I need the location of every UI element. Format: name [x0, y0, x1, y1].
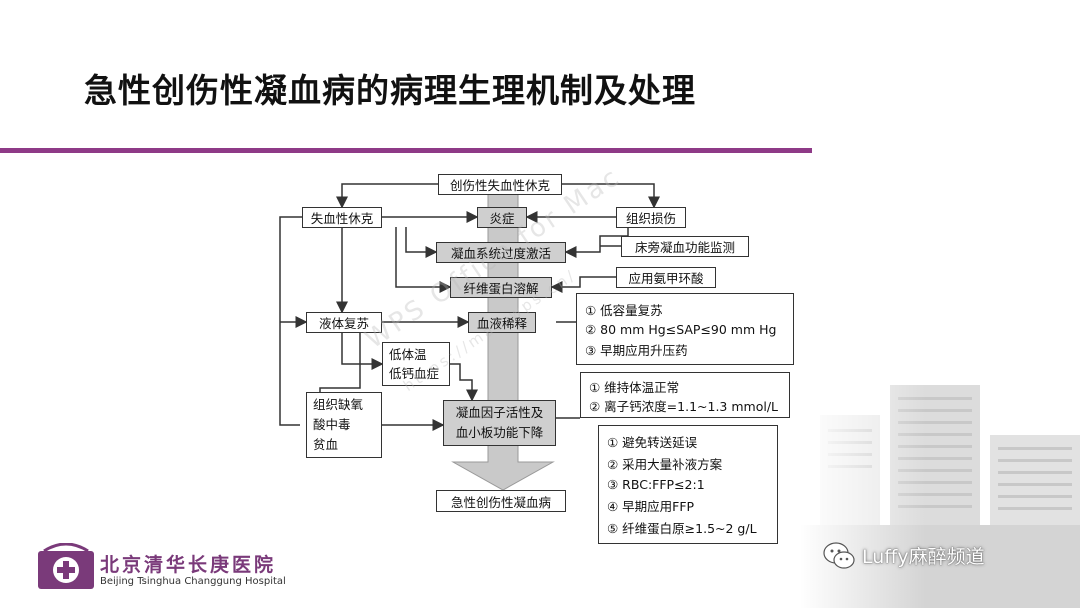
node-hypoxia-acidosis-anemia: 组织缺氧 酸中毒 贫血	[306, 392, 382, 458]
node-acute-traumatic-coagulopathy: 急性创伤性凝血病	[436, 490, 566, 512]
note-resuscitation: ① 低容量复苏 ② 80 mm Hg≤SAP≤90 mm Hg ③ 早期应用升压…	[576, 293, 794, 365]
node-fluid-resuscitation: 液体复苏	[306, 312, 382, 333]
node-tissue-injury: 组织损伤	[616, 207, 686, 228]
node-line: 组织缺氧	[313, 397, 364, 412]
page-title: 急性创伤性凝血病的病理生理机制及处理	[84, 71, 696, 110]
node-line: 低体温	[389, 347, 427, 362]
note-line: ① 低容量复苏	[585, 302, 663, 318]
hospital-logo-icon	[38, 543, 94, 589]
note-line: ④ 早期应用FFP	[607, 498, 695, 514]
note-temperature-calcium: ① 维持体温正常 ② 离子钙浓度=1.1~1.3 mmol/L	[580, 372, 790, 418]
node-label: 创伤性失血性休克	[449, 178, 550, 193]
node-line: 血小板功能下降	[455, 425, 544, 440]
node-hypothermia-hypocalcemia: 低体温 低钙血症	[382, 342, 450, 386]
central-flow-arrow	[451, 189, 555, 491]
note-line: ② 离子钙浓度=1.1~1.3 mmol/L	[589, 399, 779, 414]
wechat-icon	[823, 542, 855, 569]
note-line: ③ RBC:FFP≤2:1	[607, 476, 705, 492]
node-label: 失血性休克	[310, 211, 374, 226]
node-bedside-coagulation-monitoring: 床旁凝血功能监测	[621, 236, 749, 257]
channel-name: Luffy麻醉频道	[862, 546, 985, 568]
node-traumatic-hemorrhagic-shock: 创伤性失血性休克	[438, 174, 562, 195]
node-inflammation: 炎症	[477, 207, 527, 228]
node-label: 纤维蛋白溶解	[463, 281, 539, 296]
note-line: ② 80 mm Hg≤SAP≤90 mm Hg	[585, 321, 777, 337]
node-hemodilution: 血液稀释	[468, 312, 536, 333]
node-label: 凝血系统过度激活	[450, 246, 551, 261]
node-label: 液体复苏	[318, 316, 369, 331]
note-line: ⑤ 纤维蛋白原≥1.5~2 g/L	[607, 521, 757, 537]
node-coagulation-overactivation: 凝血系统过度激活	[436, 242, 566, 263]
node-label: 炎症	[489, 211, 515, 226]
node-line: 贫血	[313, 437, 339, 452]
hospital-name-en: Beijing Tsinghua Changgung Hospital	[100, 576, 286, 587]
note-line: ② 采用大量补液方案	[607, 457, 723, 473]
node-line: 低钙血症	[389, 366, 440, 381]
hospital-name-cn: 北京清华长庚医院	[100, 554, 277, 576]
node-tranexamic-acid: 应用氨甲环酸	[616, 267, 716, 288]
node-label: 应用氨甲环酸	[628, 271, 704, 286]
node-fibrinolysis: 纤维蛋白溶解	[450, 277, 552, 298]
note-line: ① 避免转送延误	[607, 434, 698, 450]
node-factor-platelet-decline: 凝血因子活性及 血小板功能下降	[443, 400, 556, 446]
node-label: 组织损伤	[625, 211, 676, 226]
node-label: 床旁凝血功能监测	[634, 240, 735, 255]
note-transfusion-strategy: ① 避免转送延误 ② 采用大量补液方案 ③ RBC:FFP≤2:1 ④ 早期应用…	[598, 425, 778, 544]
node-label: 血液稀释	[476, 316, 527, 331]
node-line: 酸中毒	[313, 417, 351, 432]
node-line: 凝血因子活性及	[455, 405, 544, 420]
note-line: ① 维持体温正常	[589, 380, 680, 395]
node-hemorrhagic-shock: 失血性休克	[302, 207, 382, 228]
title-divider	[0, 148, 812, 153]
node-label: 急性创伤性凝血病	[450, 494, 551, 510]
note-line: ③ 早期应用升压药	[585, 342, 688, 358]
